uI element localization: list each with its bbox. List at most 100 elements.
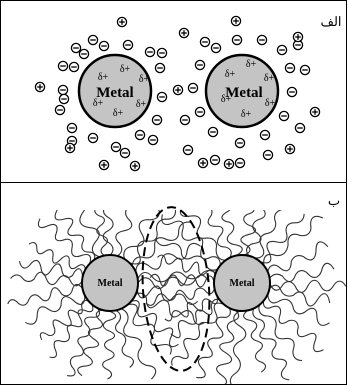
anion-symbol (209, 154, 221, 166)
polymer-chain (229, 310, 247, 384)
metal-label: Metal (98, 278, 123, 289)
anion-symbol (231, 34, 243, 46)
anion-symbol (122, 39, 134, 51)
anion-symbol (110, 141, 122, 153)
polymer-chain (25, 294, 86, 325)
cation-symbol (197, 157, 209, 169)
polymer-chain (240, 210, 257, 256)
anion-symbol (54, 104, 66, 116)
cation-symbol (284, 143, 296, 155)
anion-symbol (182, 144, 194, 156)
polymer-chain (7, 284, 84, 306)
anion-symbol (58, 93, 70, 105)
panel-a-label: الف (320, 14, 341, 29)
polymer-chain (115, 210, 133, 257)
polymer-chain (262, 300, 324, 353)
metal-particle-circle (77, 53, 153, 129)
polymer-chain (246, 210, 266, 257)
polymer-chain (37, 218, 92, 265)
anion-symbol (156, 91, 168, 103)
panel-a-particle-left: Metal δ+ δ+ δ+ δ+ δ+ δ+ (77, 53, 153, 129)
anion-symbol (286, 86, 298, 98)
metal-particle-circle (213, 254, 271, 312)
anion-symbol (156, 47, 168, 59)
polymer-chain (28, 241, 86, 270)
polymer-chain (216, 309, 240, 384)
polymer-chain (243, 309, 267, 373)
anion-symbol (87, 34, 99, 46)
anion-symbol (134, 129, 146, 141)
polymer-chain (149, 273, 215, 288)
metal-label: Metal (230, 278, 255, 289)
anion-symbol (194, 59, 206, 71)
anion-symbol (284, 62, 296, 74)
panel-b-particle-left: Metal (81, 254, 139, 312)
partial-charge-label: δ+ (225, 69, 236, 80)
polymer-chain (196, 307, 231, 379)
anion-symbol (68, 61, 80, 73)
cation-symbol (172, 84, 184, 96)
partial-charge-label: δ+ (265, 98, 276, 109)
anion-symbol (256, 34, 268, 46)
polymer-chain (128, 210, 177, 265)
polymer-chain (131, 221, 192, 267)
anion-symbol (119, 147, 131, 159)
partial-charge-label: δ+ (246, 59, 257, 70)
polymer-chain (164, 295, 218, 322)
polymer-chain (252, 308, 290, 381)
anion-symbol (87, 132, 99, 144)
polymer-chain (268, 284, 331, 307)
polymer-chain (130, 300, 179, 348)
panel-b-polymer-chains (7, 210, 346, 384)
anion-symbol (57, 60, 69, 72)
anion-symbol (234, 137, 246, 149)
anion-symbol (210, 42, 222, 54)
metal-label: Metal (96, 85, 133, 101)
polymer-chain (18, 260, 84, 278)
anion-symbol (262, 149, 274, 161)
polymer-chain (161, 214, 221, 266)
polymer-chain (102, 310, 117, 380)
metal-label: Metal (225, 85, 262, 101)
polymer-chain (115, 309, 134, 368)
cation-symbol (64, 142, 76, 154)
anion-symbol (70, 42, 82, 54)
partial-charge-label: δ+ (93, 98, 104, 109)
polymer-chain (135, 242, 201, 272)
anion-symbol (194, 106, 206, 118)
cation-symbol (34, 81, 46, 93)
polymer-chain (135, 292, 205, 325)
anion-symbol (57, 84, 69, 96)
panel-a-particle-right: Metal δ+ δ+ δ+ δ+ δ+ δ+ (204, 53, 280, 129)
anion-symbol (98, 40, 110, 52)
panel-b-frame (0, 182, 347, 385)
anion-symbol (299, 64, 311, 76)
polymer-chain (94, 210, 108, 256)
partial-charge-label: δ+ (264, 73, 275, 84)
anion-symbol (151, 114, 163, 126)
partial-charge-label: δ+ (139, 74, 150, 85)
polymer-chain (254, 210, 283, 259)
anion-symbol (276, 44, 288, 56)
anion-symbol (292, 39, 304, 51)
polymer-chain (263, 215, 324, 266)
polymer-chain (157, 254, 216, 276)
polymer-chain (67, 307, 101, 377)
cation-symbol (230, 15, 242, 27)
polymer-chain (102, 210, 114, 256)
polymer-chain (207, 210, 232, 259)
overlap-region-ellipse (141, 206, 211, 372)
polymer-chain (269, 279, 346, 294)
anion-symbol (199, 36, 211, 48)
polymer-chain (54, 210, 96, 261)
anion-symbol (187, 82, 199, 94)
polymer-chain (267, 294, 330, 326)
polymer-chain (170, 298, 220, 339)
polymer-chain (145, 287, 216, 306)
polymer-chain (10, 271, 83, 287)
metal-particle-circle (81, 254, 139, 312)
anion-symbol (234, 157, 246, 169)
polymer-chain (267, 241, 329, 273)
polymer-chain (79, 210, 101, 258)
